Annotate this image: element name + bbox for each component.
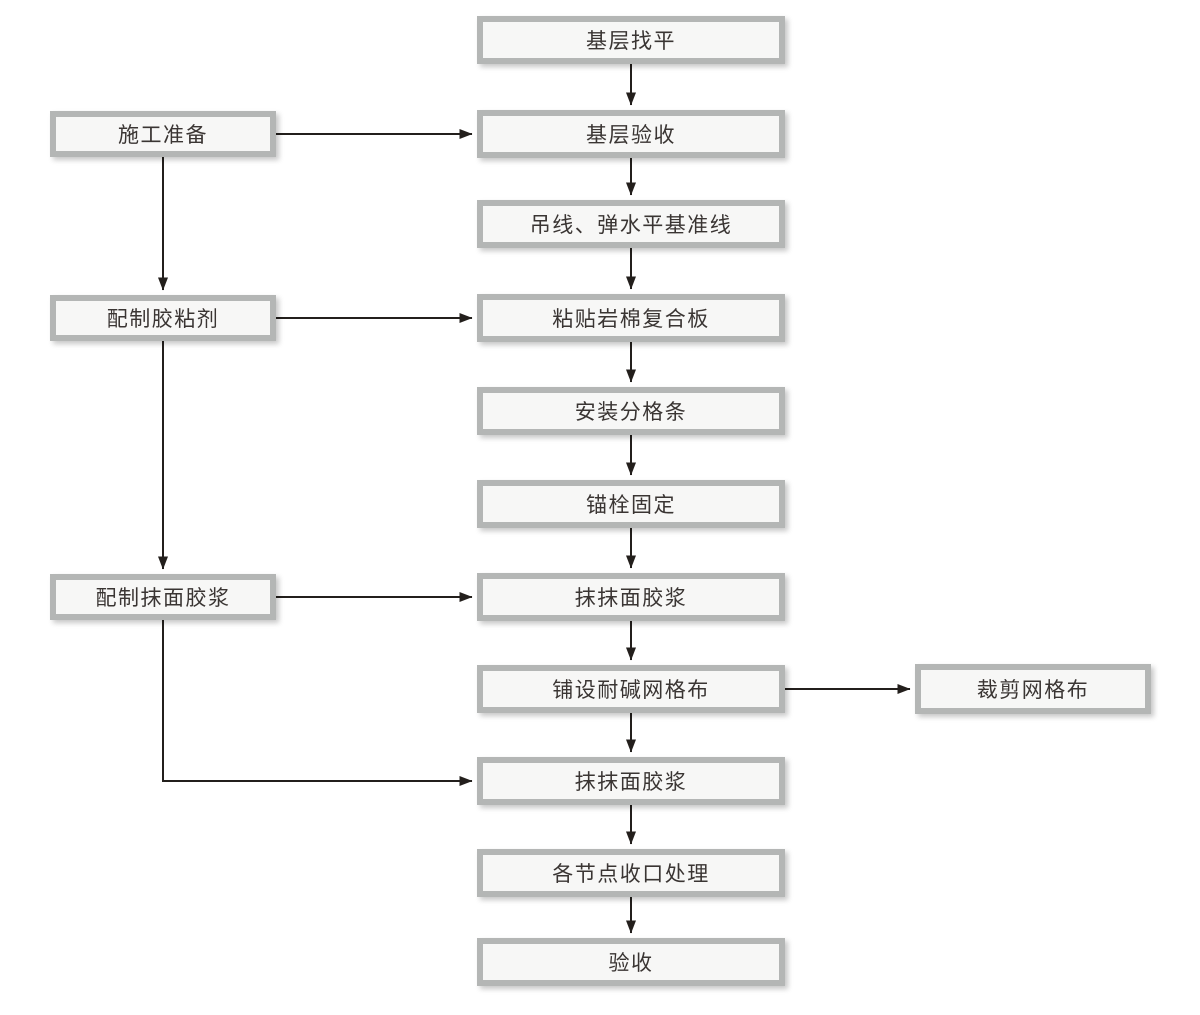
node-install-divider-strips: 安装分格条 [477,387,785,435]
node-prepare-adhesive: 配制胶粘剂 [50,295,276,341]
node-lay-alkali-mesh: 铺设耐碱网格布 [477,665,785,713]
node-construction-prep: 施工准备 [50,111,276,157]
node-apply-finish-mortar-2: 抹抹面胶浆 [477,757,785,805]
node-base-leveling: 基层找平 [477,16,785,64]
node-final-acceptance: 验收 [477,938,785,986]
node-cut-mesh: 裁剪网格布 [915,664,1151,714]
node-hang-line-datum: 吊线、弹水平基准线 [477,200,785,248]
node-prepare-finish-mortar: 配制抹面胶浆 [50,574,276,620]
node-apply-finish-mortar-1: 抹抹面胶浆 [477,573,785,621]
node-base-acceptance: 基层验收 [477,110,785,158]
arrow-mortar-to-apply-2 [162,620,473,786]
node-closure-treatment: 各节点收口处理 [477,849,785,897]
node-paste-rockwool-panel: 粘贴岩棉复合板 [477,294,785,342]
node-anchor-fixing: 锚栓固定 [477,480,785,528]
